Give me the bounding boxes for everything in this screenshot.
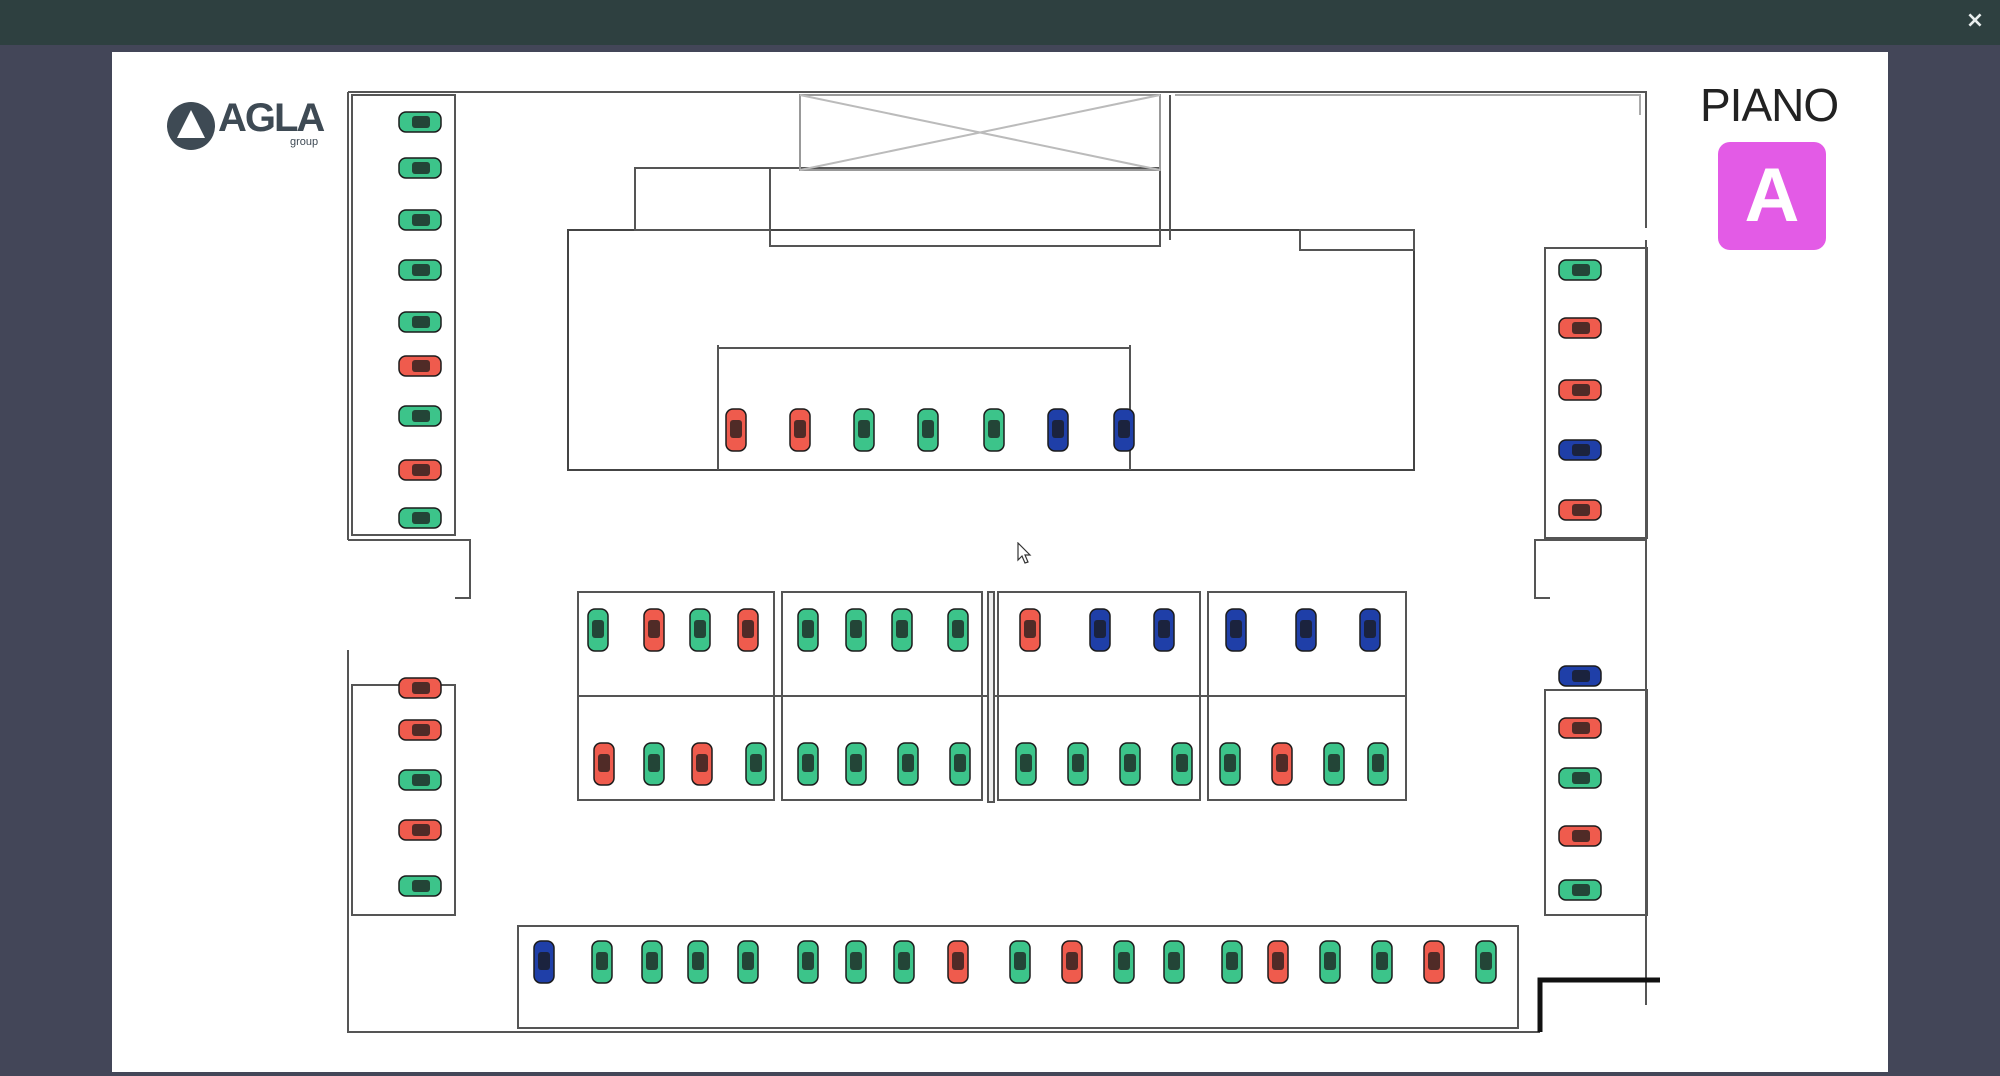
spot-mid-lower-5[interactable]: [797, 742, 819, 786]
spot-left-3[interactable]: [398, 209, 442, 231]
spot-bottom-4[interactable]: [687, 940, 709, 984]
spot-mid-upper-1[interactable]: [587, 608, 609, 652]
spot-right-2[interactable]: [1558, 317, 1602, 339]
spot-right-8[interactable]: [1558, 767, 1602, 789]
close-icon[interactable]: ×: [1965, 8, 1985, 33]
parking-spots: [398, 111, 1602, 984]
outer-walls: [347, 91, 1660, 1033]
spot-bottom-1[interactable]: [533, 940, 555, 984]
floor-label: PIANO: [1700, 79, 1839, 131]
spot-mid-upper-4[interactable]: [737, 608, 759, 652]
spot-mid-upper-14[interactable]: [1359, 608, 1381, 652]
spot-left-13[interactable]: [398, 819, 442, 841]
spot-mid-lower-13[interactable]: [1219, 742, 1241, 786]
spot-bottom-14[interactable]: [1221, 940, 1243, 984]
spot-bottom-10[interactable]: [1009, 940, 1031, 984]
spot-mid-upper-2[interactable]: [643, 608, 665, 652]
spot-bottom-7[interactable]: [845, 940, 867, 984]
spot-mid-upper-8[interactable]: [947, 608, 969, 652]
spot-bottom-17[interactable]: [1371, 940, 1393, 984]
spot-bottom-8[interactable]: [893, 940, 915, 984]
spot-right-6[interactable]: [1558, 665, 1602, 687]
spot-top-4[interactable]: [917, 408, 939, 452]
spot-mid-upper-10[interactable]: [1089, 608, 1111, 652]
spot-top-5[interactable]: [983, 408, 1005, 452]
title-bar: ×: [0, 0, 2000, 45]
spot-bottom-3[interactable]: [641, 940, 663, 984]
spot-mid-lower-12[interactable]: [1171, 742, 1193, 786]
spot-bottom-19[interactable]: [1475, 940, 1497, 984]
logo-subtext: group: [290, 136, 319, 148]
spot-right-9[interactable]: [1558, 825, 1602, 847]
spot-left-9[interactable]: [398, 507, 442, 529]
spot-mid-lower-10[interactable]: [1067, 742, 1089, 786]
spot-top-3[interactable]: [853, 408, 875, 452]
spot-left-7[interactable]: [398, 405, 442, 427]
spot-mid-lower-7[interactable]: [897, 742, 919, 786]
spot-left-1[interactable]: [398, 111, 442, 133]
spot-mid-upper-7[interactable]: [891, 608, 913, 652]
spot-mid-upper-11[interactable]: [1153, 608, 1175, 652]
spot-right-3[interactable]: [1558, 379, 1602, 401]
spot-mid-upper-9[interactable]: [1019, 608, 1041, 652]
spot-mid-upper-5[interactable]: [797, 608, 819, 652]
spot-right-10[interactable]: [1558, 879, 1602, 901]
spot-right-4[interactable]: [1558, 439, 1602, 461]
spot-left-4[interactable]: [398, 259, 442, 281]
spot-bottom-5[interactable]: [737, 940, 759, 984]
spot-mid-lower-8[interactable]: [949, 742, 971, 786]
spot-bottom-11[interactable]: [1061, 940, 1083, 984]
spot-bottom-16[interactable]: [1319, 940, 1341, 984]
spot-left-8[interactable]: [398, 459, 442, 481]
spot-mid-lower-15[interactable]: [1323, 742, 1345, 786]
spot-bottom-2[interactable]: [591, 940, 613, 984]
floor-badge: A: [1718, 142, 1826, 250]
spot-left-6[interactable]: [398, 355, 442, 377]
spot-mid-lower-2[interactable]: [643, 742, 665, 786]
spot-mid-lower-1[interactable]: [593, 742, 615, 786]
spot-top-2[interactable]: [789, 408, 811, 452]
spot-left-10[interactable]: [398, 677, 442, 699]
spot-mid-upper-3[interactable]: [689, 608, 711, 652]
spot-left-14[interactable]: [398, 875, 442, 897]
agla-logo: [167, 102, 215, 150]
spot-bottom-12[interactable]: [1113, 940, 1135, 984]
spot-right-1[interactable]: [1558, 259, 1602, 281]
spot-bottom-6[interactable]: [797, 940, 819, 984]
spot-mid-lower-16[interactable]: [1367, 742, 1389, 786]
logo-text: AGLA: [218, 96, 325, 140]
spot-left-5[interactable]: [398, 311, 442, 333]
spot-mid-lower-6[interactable]: [845, 742, 867, 786]
spot-mid-upper-6[interactable]: [845, 608, 867, 652]
spot-mid-lower-4[interactable]: [745, 742, 767, 786]
spot-top-7[interactable]: [1113, 408, 1135, 452]
spot-mid-upper-12[interactable]: [1225, 608, 1247, 652]
spot-bottom-15[interactable]: [1267, 940, 1289, 984]
spot-mid-lower-14[interactable]: [1271, 742, 1293, 786]
spot-right-5[interactable]: [1558, 499, 1602, 521]
spot-mid-lower-11[interactable]: [1119, 742, 1141, 786]
spot-left-2[interactable]: [398, 157, 442, 179]
spot-mid-lower-3[interactable]: [691, 742, 713, 786]
mouse-cursor-icon: [1017, 542, 1032, 564]
spot-right-7[interactable]: [1558, 717, 1602, 739]
spot-bottom-13[interactable]: [1163, 940, 1185, 984]
spot-mid-upper-13[interactable]: [1295, 608, 1317, 652]
spot-left-11[interactable]: [398, 719, 442, 741]
spot-left-12[interactable]: [398, 769, 442, 791]
spot-bottom-18[interactable]: [1423, 940, 1445, 984]
spot-top-1[interactable]: [725, 408, 747, 452]
spot-top-6[interactable]: [1047, 408, 1069, 452]
spot-mid-lower-9[interactable]: [1015, 742, 1037, 786]
spot-bottom-9[interactable]: [947, 940, 969, 984]
